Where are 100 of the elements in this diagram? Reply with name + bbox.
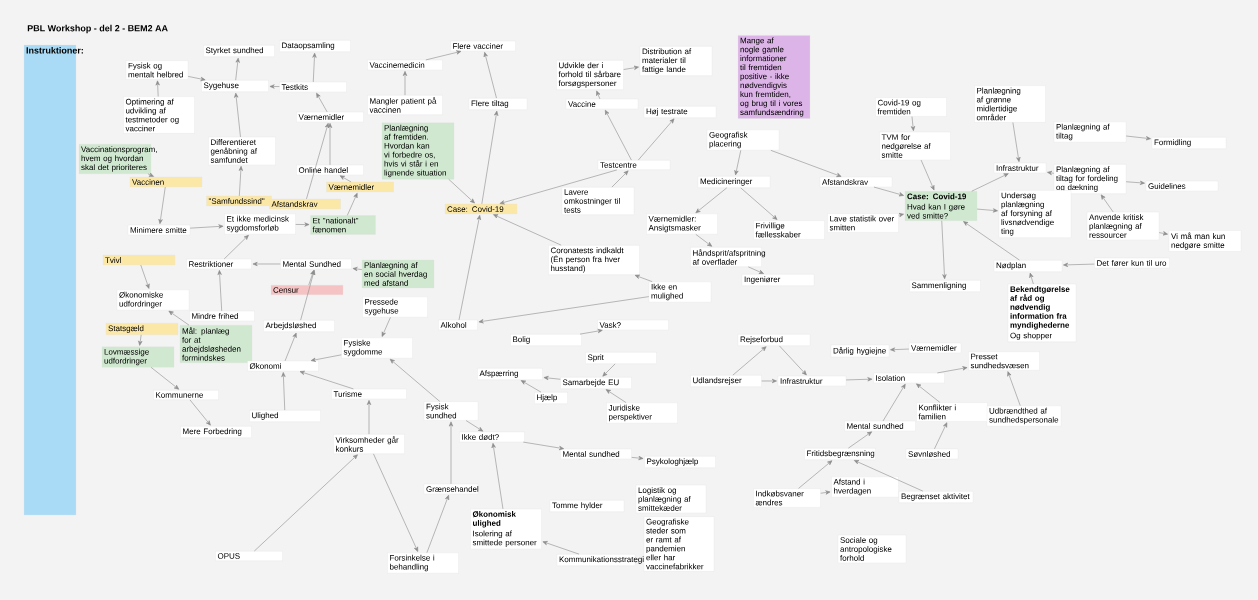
arrow — [295, 222, 310, 227]
arrow — [1063, 262, 1095, 267]
arrow — [761, 378, 777, 384]
arrow — [491, 443, 504, 510]
arrow — [890, 347, 910, 352]
arrow — [941, 220, 947, 280]
arrow — [1007, 371, 1021, 406]
arrow — [638, 118, 675, 161]
arrow — [499, 169, 618, 205]
arrow — [770, 150, 842, 177]
arrow — [910, 116, 916, 131]
arrow — [740, 187, 778, 220]
arrow — [542, 541, 580, 555]
arrow — [448, 421, 454, 485]
arrow — [1047, 170, 1055, 176]
arrow — [346, 192, 358, 216]
arrow — [327, 123, 333, 166]
arrow — [147, 172, 154, 177]
arrow — [189, 399, 211, 426]
arrow — [310, 354, 342, 362]
arrow — [976, 208, 998, 213]
arrow — [631, 455, 644, 461]
arrow — [779, 345, 807, 376]
arrow — [168, 310, 190, 326]
arrow — [308, 269, 315, 286]
arrow — [963, 221, 1020, 261]
arrow — [734, 150, 742, 176]
arrow — [389, 358, 441, 402]
arrow — [217, 270, 222, 312]
arrow — [1125, 180, 1145, 185]
arrow — [602, 363, 616, 377]
arrow — [848, 431, 872, 449]
arrow — [798, 460, 833, 489]
arrow — [187, 76, 206, 82]
arrow — [748, 266, 764, 274]
arrow — [448, 179, 475, 204]
arrow — [920, 159, 935, 191]
arrow — [299, 370, 354, 390]
arrow — [483, 52, 497, 99]
arrow — [934, 422, 948, 450]
arrow — [366, 400, 372, 435]
arrow — [238, 166, 243, 197]
arrow — [478, 296, 650, 324]
arrow — [605, 389, 627, 403]
arrow — [373, 453, 419, 552]
arrow — [339, 175, 352, 183]
arrow — [306, 123, 330, 200]
arrow — [604, 109, 632, 161]
arrow — [312, 52, 317, 83]
arrow — [223, 234, 249, 260]
arrow — [269, 84, 280, 89]
arrow — [189, 224, 224, 229]
arrow — [493, 214, 562, 246]
arrow — [481, 110, 499, 205]
arrow — [381, 317, 391, 337]
arrow — [316, 92, 328, 113]
arrow — [235, 57, 240, 81]
arrow — [543, 375, 561, 381]
arrow — [150, 367, 180, 390]
title: PBL Workshop - del 2 - BEM2 AA — [27, 24, 168, 34]
arrow — [402, 71, 408, 96]
arrow — [937, 366, 968, 374]
arrow — [425, 50, 462, 61]
arrow — [596, 90, 601, 100]
arrow — [1100, 194, 1114, 213]
arrow — [845, 377, 873, 382]
arrow — [820, 490, 831, 495]
arrow — [695, 187, 728, 214]
arrow — [623, 65, 639, 70]
arrow — [426, 494, 450, 553]
arrow — [971, 173, 1009, 192]
arrow — [1012, 122, 1021, 162]
arrow — [579, 328, 603, 335]
arrow — [898, 213, 904, 218]
arrow — [523, 441, 564, 451]
arrow — [158, 186, 166, 224]
arrow — [634, 274, 653, 282]
arrow — [252, 261, 281, 267]
arrow — [234, 92, 241, 138]
arrow — [281, 372, 286, 411]
arrow — [1029, 272, 1034, 285]
arrow — [611, 170, 629, 188]
arrow — [284, 332, 297, 362]
arrow — [916, 383, 941, 403]
arrow — [300, 270, 316, 321]
arrow — [458, 215, 481, 321]
arrow — [882, 383, 906, 422]
arrow — [873, 186, 904, 197]
arrow — [1158, 231, 1168, 236]
arrow — [853, 460, 924, 492]
arrow — [140, 264, 150, 289]
arrow — [732, 346, 767, 376]
arrow — [1125, 135, 1151, 141]
arrow — [695, 234, 713, 247]
arrow — [520, 380, 542, 393]
arrow — [254, 454, 358, 552]
arrow — [465, 420, 484, 432]
arrow — [352, 266, 363, 272]
arrow — [155, 80, 160, 97]
arrow — [138, 334, 143, 346]
